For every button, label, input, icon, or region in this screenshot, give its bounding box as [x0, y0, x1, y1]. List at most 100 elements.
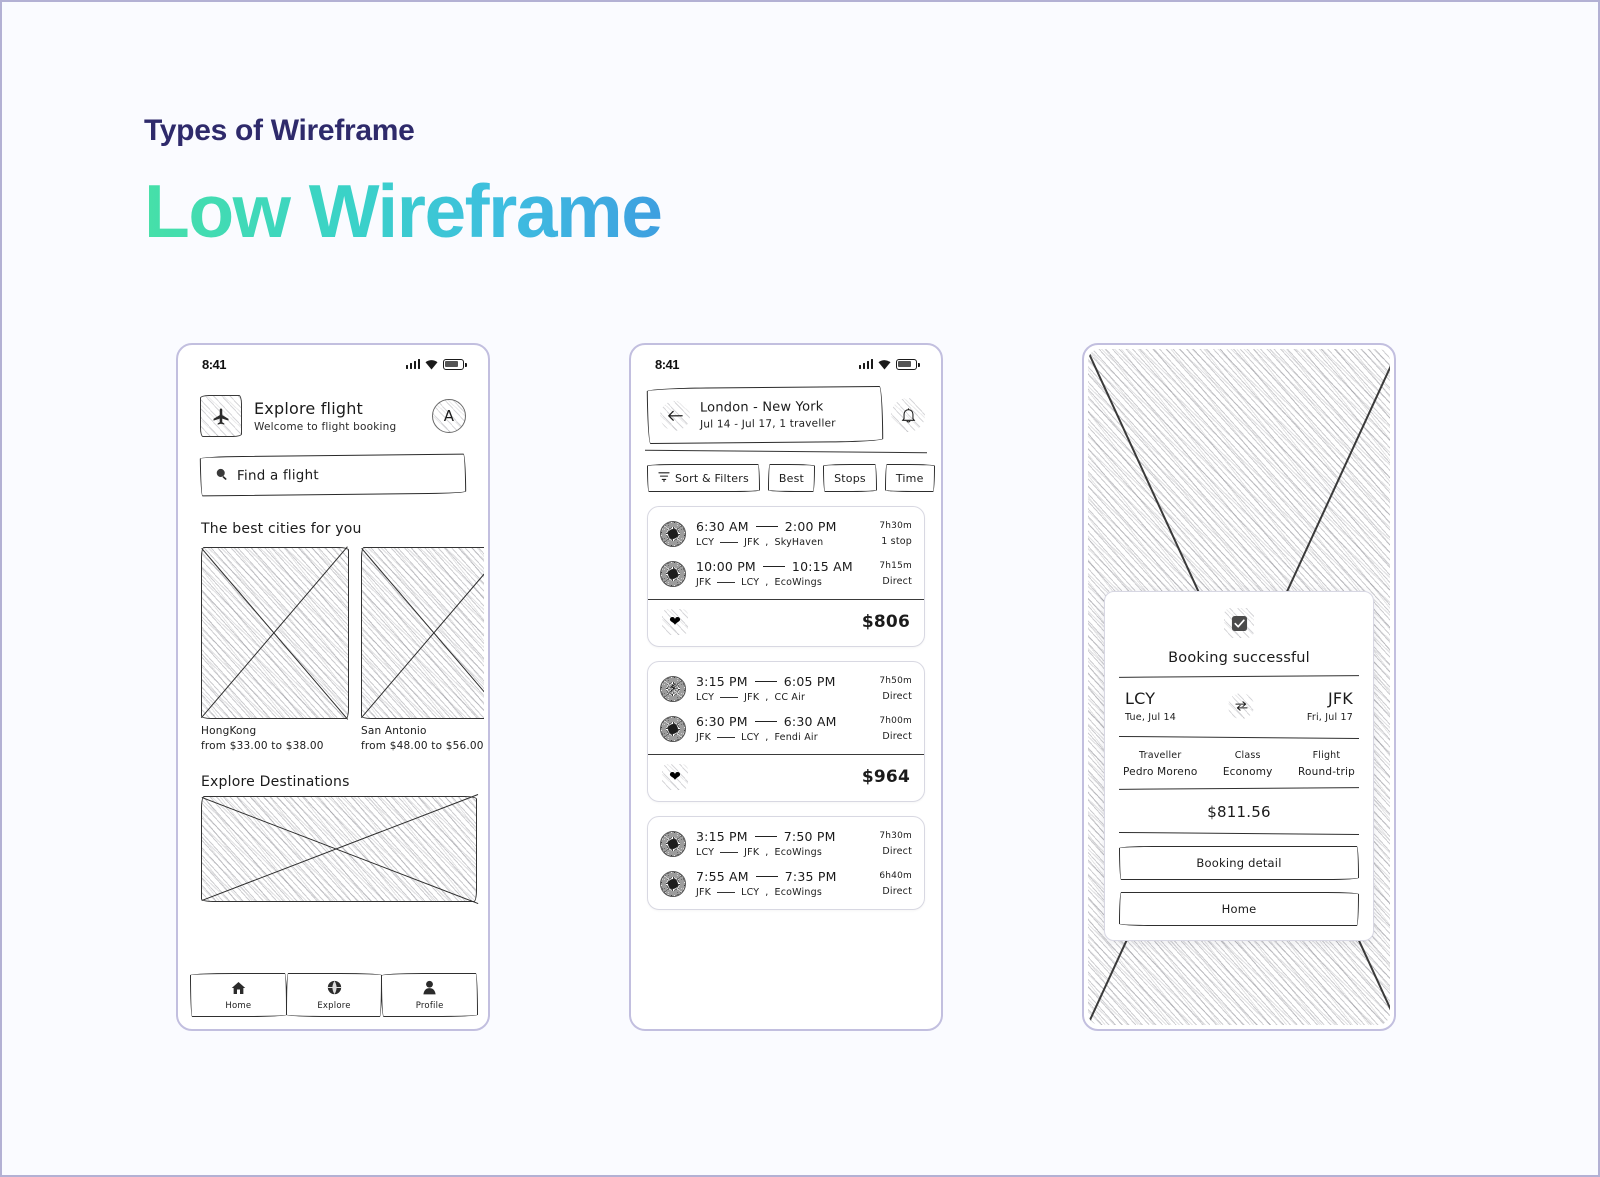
- leg-to: LCY: [741, 887, 760, 898]
- bell-icon[interactable]: [891, 398, 925, 432]
- tab-label: Profile: [415, 1000, 444, 1011]
- leg-airline: Fendi Air: [774, 732, 818, 743]
- meta-item: Class Economy: [1223, 750, 1273, 778]
- route-summary: LCY Tue, Jul 14 JFK Fri, Jul 17: [1119, 677, 1359, 725]
- leg-arrive: 7:50 PM: [783, 829, 836, 844]
- booking-success-modal: Booking successful LCY Tue, Jul 14 JFK F…: [1104, 591, 1374, 941]
- leg-from: LCY: [696, 537, 715, 548]
- status-time: 8:41: [655, 356, 680, 372]
- booking-detail-button[interactable]: Booking detail: [1119, 846, 1359, 880]
- success-heading: Booking successful: [1168, 650, 1310, 666]
- leg-depart: 7:55 AM: [696, 869, 749, 884]
- leg-stops: Direct: [882, 845, 912, 857]
- leg-to: JFK: [744, 537, 760, 548]
- leg-dash: [755, 526, 778, 527]
- avatar[interactable]: A: [432, 399, 466, 433]
- battery-icon: [896, 358, 920, 370]
- destination-code: JFK: [1327, 689, 1353, 708]
- leg-dash-small: [717, 737, 736, 738]
- dates-label: Jul 14 - Jul 17, 1 traveller: [700, 417, 836, 431]
- chip-stops[interactable]: Stops: [823, 464, 877, 492]
- leg-from: JFK: [696, 577, 712, 588]
- leg-depart: 3:15 PM: [696, 829, 748, 844]
- flight-price: $964: [861, 767, 910, 787]
- chip-best[interactable]: Best: [767, 464, 816, 492]
- flight-price: $806: [861, 612, 910, 632]
- city-card[interactable]: HongKong from $33.00 to $38.00: [200, 546, 349, 752]
- search-placeholder: Find a flight: [236, 467, 319, 485]
- chip-label: Stops: [834, 471, 866, 485]
- leg-duration: 7h30m: [879, 520, 912, 531]
- meta-key: Traveller: [1139, 750, 1182, 761]
- image-placeholder[interactable]: [201, 793, 479, 905]
- sidebar-item-profile[interactable]: Profile: [381, 973, 479, 1017]
- leg-from: JFK: [696, 732, 712, 743]
- screen-subtitle: Welcome to flight booking: [254, 421, 397, 433]
- leg-dash: [762, 566, 785, 567]
- home-button[interactable]: Home: [1119, 892, 1359, 926]
- page-eyebrow: Types of Wireframe: [144, 114, 661, 148]
- meta-value: Economy: [1222, 766, 1273, 778]
- search-summary-bar[interactable]: London - New York Jul 14 - Jul 17, 1 tra…: [646, 385, 884, 445]
- meta-key: Class: [1234, 750, 1261, 761]
- flight-result-card[interactable]: 3:15 PM 7:50 PM LCY JFK , EcoWings 7h30m…: [647, 816, 925, 910]
- leg-stops: Direct: [882, 885, 912, 897]
- divider: [1119, 831, 1359, 836]
- meta-key: Flight: [1312, 750, 1341, 761]
- destination-date: Fri, Jul 17: [1306, 712, 1353, 723]
- flight-leg: 10:00 PM 10:15 AM JFK LCY , EcoWings 7h1…: [660, 559, 912, 588]
- leg-dash: [754, 836, 777, 837]
- route-label: London - New York: [699, 399, 824, 416]
- leg-dash: [754, 721, 777, 722]
- home-icon: [231, 980, 246, 999]
- card-footer: ❤ $806: [648, 599, 924, 646]
- leg-duration: 7h30m: [879, 830, 912, 841]
- leg-stops: Direct: [882, 690, 912, 702]
- leg-arrive: 10:15 AM: [791, 559, 853, 574]
- airline-bolt-icon: [660, 675, 686, 702]
- heart-icon[interactable]: ❤: [662, 609, 688, 635]
- leg-dash: [754, 681, 777, 682]
- leg-arrive: 6:05 PM: [783, 674, 836, 689]
- leg-dash-small: [720, 697, 739, 698]
- battery-icon: [443, 358, 467, 370]
- chip-time[interactable]: Time: [884, 464, 935, 492]
- city-price: from $48.00 to $56.00: [361, 740, 484, 752]
- leg-dash-small: [717, 892, 736, 893]
- leg-dash: [755, 876, 778, 877]
- leg-from: LCY: [696, 692, 715, 703]
- flight-leg: 3:15 PM 7:50 PM LCY JFK , EcoWings 7h30m…: [660, 829, 912, 858]
- city-list: HongKong from $33.00 to $38.00 San Anton…: [200, 546, 484, 752]
- city-card[interactable]: San Antonio from $48.00 to $56.00: [360, 546, 484, 752]
- sidebar-item-explore[interactable]: Explore: [285, 973, 383, 1017]
- origin-date: Tue, Jul 14: [1125, 712, 1177, 723]
- chip-sort-filters[interactable]: Sort & Filters: [647, 464, 760, 492]
- status-bar: 8:41: [182, 349, 484, 379]
- swap-icon: [1228, 693, 1255, 719]
- sidebar-item-home[interactable]: Home: [190, 973, 287, 1017]
- leg-airline: EcoWings: [774, 847, 822, 858]
- flight-result-card[interactable]: 3:15 PM 6:05 PM LCY JFK , CC Air 7h50m D…: [647, 661, 925, 802]
- search-icon: [215, 467, 229, 485]
- tab-label: Home: [225, 1000, 252, 1011]
- search-input[interactable]: Find a flight: [199, 453, 467, 497]
- chip-label: Best: [778, 471, 805, 485]
- leg-airline: CC Air: [774, 692, 806, 703]
- eyebrow-strong: Types: [144, 114, 227, 147]
- airline-dot-icon: [660, 870, 686, 897]
- globe-icon: [327, 980, 342, 999]
- leg-to: JFK: [744, 692, 760, 703]
- airline-dot-icon: [660, 830, 686, 857]
- city-name: San Antonio: [361, 725, 427, 737]
- leg-depart: 6:30 PM: [696, 714, 748, 729]
- image-placeholder: [200, 546, 349, 720]
- leg-airline: EcoWings: [774, 577, 822, 588]
- wifi-icon: [878, 359, 891, 370]
- total-price: $811.56: [1207, 803, 1271, 821]
- arrow-left-icon[interactable]: [659, 400, 691, 431]
- phone-mockup-results: 8:41 London - New York Jul 14 - Jul 17, …: [629, 343, 943, 1031]
- section-best-cities: The best cities for you: [201, 521, 362, 537]
- heart-icon[interactable]: ❤: [662, 764, 688, 790]
- filter-chip-row: Sort & Filters Best Stops Time: [635, 452, 937, 492]
- flight-result-card[interactable]: 6:30 AM 2:00 PM LCY JFK , SkyHaven 7h30m…: [647, 506, 925, 647]
